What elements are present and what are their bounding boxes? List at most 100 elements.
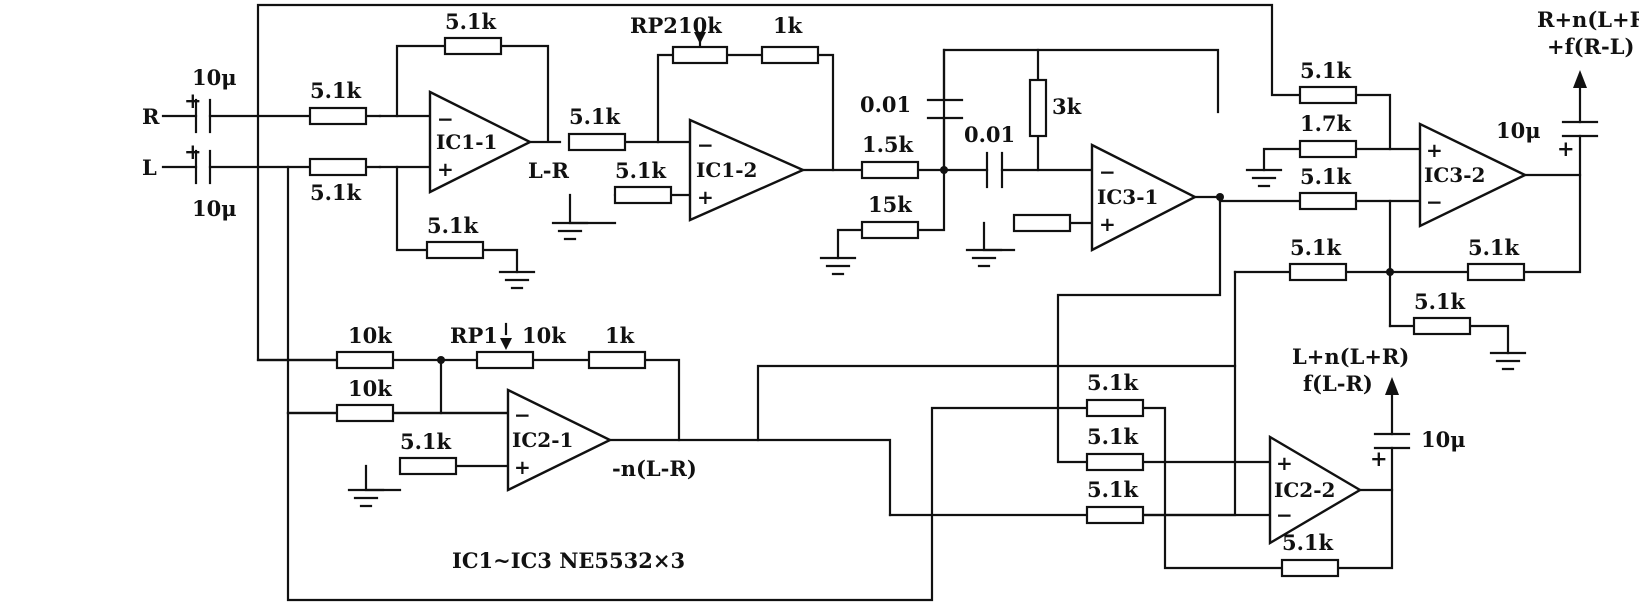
- cap-in-l-plus: +: [184, 139, 202, 164]
- r23-label: 5.1k: [1087, 477, 1139, 502]
- resistor-r18: [335, 403, 395, 423]
- resistor-r1: [308, 106, 368, 126]
- ground-icon: [498, 270, 536, 290]
- resistor-r5: [567, 132, 627, 152]
- l-minus-r-label: L-R: [528, 158, 569, 183]
- cap-out-r-label: 10μ: [1496, 118, 1541, 143]
- cap-hp2: [985, 151, 1004, 189]
- grounds: [347, 168, 1527, 508]
- ic3-2-plus: +: [1426, 138, 1443, 162]
- resistor-r12: [1298, 139, 1358, 159]
- capacitors: [194, 98, 1599, 450]
- ic2-2-minus: −: [1276, 503, 1293, 527]
- output-arrows: [1385, 70, 1587, 395]
- ic2-1-minus: −: [514, 403, 531, 427]
- resistor-r9: [860, 220, 920, 240]
- neg-n-label: -n(L-R): [612, 456, 697, 481]
- r10-label: 3k: [1052, 94, 1082, 119]
- r22-label: 5.1k: [1087, 424, 1139, 449]
- output-arrow-right-icon: [1573, 70, 1587, 88]
- resistor-r8: [860, 160, 920, 180]
- rp1-wiper-arrow-icon: [500, 338, 512, 350]
- resistor-r14: [1288, 262, 1348, 282]
- opamp-ic3-1: [1090, 143, 1198, 252]
- opamp-ic1-1: [428, 90, 533, 194]
- cap-out-r-plus: +: [1557, 136, 1575, 161]
- r12-label: 1.7k: [1300, 111, 1352, 136]
- cap-in-l: [194, 149, 212, 185]
- output-arrow-left-icon: [1385, 377, 1399, 395]
- ground-icon: [965, 248, 1003, 268]
- ground-icon: [551, 221, 589, 241]
- ic2-1-plus: +: [514, 455, 531, 479]
- wires: [161, 3, 1582, 602]
- resistor-r15: [1466, 262, 1526, 282]
- resistor-r6: [613, 185, 673, 205]
- junctions: [437, 166, 1394, 364]
- cap-out-l-label: 10μ: [1421, 427, 1466, 452]
- resistor-r4: [425, 240, 485, 260]
- r11-label: 5.1k: [1300, 58, 1352, 83]
- cap-out-r: [1561, 120, 1599, 138]
- rp1-value: 10k: [522, 323, 566, 348]
- r16-label: 5.1k: [1414, 289, 1466, 314]
- ic1-1-minus: −: [437, 107, 454, 131]
- labels: R L 10μ 10μ + + 5.1k 5.1k 5.1k 5.1k 5.1k…: [142, 7, 1639, 573]
- pot-rp2: [671, 45, 729, 65]
- rp2-wiper-arrow-icon: [694, 32, 706, 44]
- r14-label: 5.1k: [1290, 235, 1342, 260]
- ic1-1-plus: +: [437, 157, 454, 181]
- resistor-r19: [587, 350, 647, 370]
- r4-label: 5.1k: [427, 213, 479, 238]
- wiper-arrows: [500, 32, 706, 350]
- r1-label: 5.1k: [310, 78, 362, 103]
- cap-out-l: [1373, 432, 1411, 450]
- r7-label: 1k: [773, 13, 803, 38]
- ic1-1-label: IC1-1: [436, 130, 497, 154]
- ic1-2-minus: −: [697, 133, 714, 157]
- ic3-1-plus: +: [1099, 212, 1116, 236]
- resistor-r11: [1298, 85, 1358, 105]
- ic3-1-label: IC3-1: [1097, 185, 1158, 209]
- ic1-2-label: IC1-2: [696, 158, 757, 182]
- r8-label: 1.5k: [862, 132, 914, 157]
- resistor-r10: [1028, 78, 1048, 138]
- r17-label: 10k: [348, 323, 392, 348]
- opamps: [428, 90, 1528, 546]
- rp1-name: RP1: [450, 323, 498, 348]
- ground-icon: [819, 256, 857, 276]
- r9-label: 15k: [868, 192, 912, 217]
- input-r-label: R: [142, 104, 160, 129]
- ground-icon: [347, 488, 385, 508]
- resistor-r20: [398, 456, 458, 476]
- r20-label: 5.1k: [400, 429, 452, 454]
- r6-label: 5.1k: [615, 158, 667, 183]
- ground-icon: [1245, 168, 1283, 188]
- pot-rp1: [475, 350, 535, 370]
- opamp-labels: IC1-1 IC1-2 IC3-1 IC3-2 IC2-1 IC2-2 − + …: [436, 107, 1485, 527]
- input-l-label: L: [142, 155, 157, 180]
- ic2-2-plus: +: [1276, 451, 1293, 475]
- r19-label: 1k: [605, 323, 635, 348]
- ic3-2-minus: −: [1426, 190, 1443, 214]
- cap-hp2-label: 0.01: [964, 122, 1015, 147]
- cap-in-r-label: 10μ: [192, 65, 237, 90]
- cap-hp1: [926, 98, 964, 120]
- opamp-ic2-2: [1268, 434, 1363, 546]
- resistor-ic3-1-plus: [1012, 213, 1072, 233]
- r3-label: 5.1k: [445, 9, 497, 34]
- ic1-2-plus: +: [697, 185, 714, 209]
- resistor-r17: [335, 350, 395, 370]
- ic2-1-label: IC2-1: [512, 428, 573, 452]
- r2-label: 5.1k: [310, 180, 362, 205]
- cap-hp1-label: 0.01: [860, 92, 911, 117]
- rp2-value: 10k: [678, 13, 722, 38]
- resistor-r3: [443, 36, 503, 56]
- output-left-line1: L+n(L+R): [1292, 344, 1409, 369]
- ic3-1-minus: −: [1099, 160, 1116, 184]
- r21-label: 5.1k: [1087, 370, 1139, 395]
- resistor-r21: [1085, 398, 1145, 418]
- resistor-r16: [1412, 316, 1472, 336]
